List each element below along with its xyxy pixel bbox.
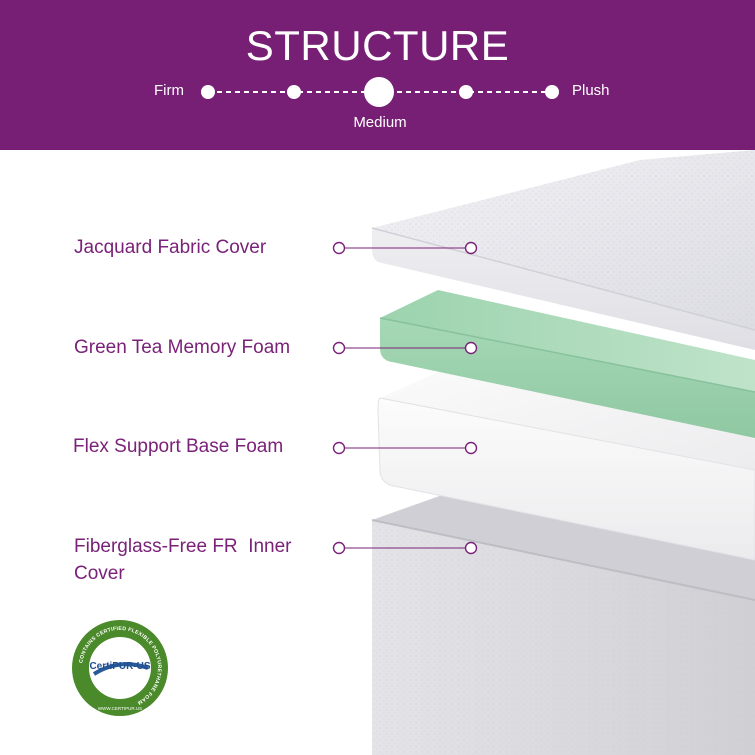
leader-dot-left-4 xyxy=(332,541,346,555)
leader-dot-left-1 xyxy=(332,241,346,255)
leader-dot-left-3 xyxy=(332,441,346,455)
layer-label-inner-cover-line2: Cover xyxy=(74,563,125,584)
leader-lines xyxy=(332,241,478,555)
layer-label-inner-cover-line1: Fiberglass-Free FR Inner xyxy=(74,536,292,557)
scale-dot-2 xyxy=(287,85,301,99)
seal-url: WWW.CERTIPUR.US xyxy=(98,706,142,711)
layer-label-inner-cover: Fiberglass-Free FR Inner Cover xyxy=(74,533,292,587)
leader-dot-right-2 xyxy=(464,341,478,355)
header-banner: STRUCTURE Firm Plush Medium xyxy=(0,0,755,150)
firmness-scale xyxy=(201,77,559,107)
layer-label-fabric-cover: Jacquard Fabric Cover xyxy=(74,237,267,258)
leader-dot-right-3 xyxy=(464,441,478,455)
page-title: STRUCTURE xyxy=(245,22,510,69)
scale-dot-firm xyxy=(201,85,215,99)
leader-dot-left-2 xyxy=(332,341,346,355)
fabric-cover-layer xyxy=(371,150,755,350)
scale-label-plush: Plush xyxy=(572,82,610,99)
scale-label-firm: Firm xyxy=(154,82,184,99)
leader-dot-right-1 xyxy=(464,241,478,255)
scale-dot-plush xyxy=(545,85,559,99)
layer-label-memory-foam: Green Tea Memory Foam xyxy=(74,337,291,358)
scale-label-selected: Medium xyxy=(353,114,407,131)
seal-brand: CertiPUR-US xyxy=(89,661,150,672)
base-foam-layer xyxy=(377,366,755,561)
scale-dot-selected xyxy=(364,77,394,107)
certipur-seal-icon: CONTAINS CERTIFIED FLEXIBLE POLYURETHANE… xyxy=(72,620,168,716)
layer-label-base-foam: Flex Support Base Foam xyxy=(73,436,284,457)
leader-dot-right-4 xyxy=(464,541,478,555)
scale-dot-4 xyxy=(459,85,473,99)
inner-cover-layer xyxy=(371,488,755,755)
